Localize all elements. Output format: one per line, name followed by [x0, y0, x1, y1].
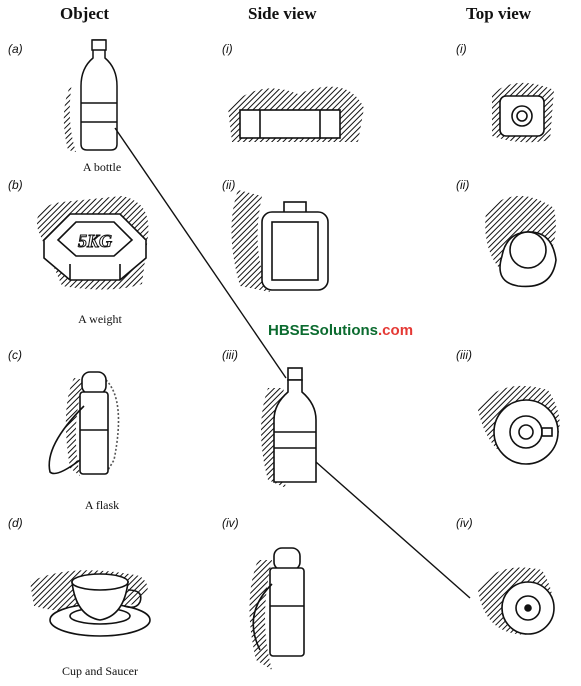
- label-top-iii: (iii): [456, 348, 472, 362]
- label-top-iv: (iv): [456, 516, 473, 530]
- header-top-view: Top view: [466, 4, 532, 23]
- label-side-ii: (ii): [222, 178, 236, 192]
- caption-bottle: A bottle: [82, 160, 122, 174]
- match-line-side-iii-to-top-iv: [315, 461, 471, 599]
- label-side-iii: (iii): [222, 348, 238, 362]
- label-object-b: (b): [8, 178, 23, 192]
- caption-flask: A flask: [84, 498, 120, 512]
- match-line-bottle-to-side-iii: [114, 127, 287, 379]
- label-top-i: (i): [456, 42, 467, 56]
- cup-saucer-object-drawing: [30, 570, 151, 637]
- top-view-iv-drawing: [478, 567, 555, 635]
- top-view-ii-drawing: [485, 195, 557, 288]
- side-view-iii-drawing: [261, 367, 317, 488]
- top-view-i-drawing: [492, 82, 554, 143]
- weight-object-drawing: 5KG: [37, 196, 149, 290]
- header-side-view: Side view: [248, 4, 317, 23]
- label-side-iv: (iv): [222, 516, 239, 530]
- side-view-ii-drawing: [231, 190, 329, 292]
- flask-object-drawing: [48, 371, 120, 476]
- side-view-iv-drawing: [249, 547, 305, 670]
- label-object-c: (c): [8, 348, 22, 362]
- top-view-iii-drawing: [478, 385, 560, 465]
- bottle-object-drawing: [63, 39, 118, 152]
- caption-weight: A weight: [78, 312, 122, 326]
- header-object: Object: [60, 4, 110, 23]
- weight-marking: 5KG: [78, 231, 112, 251]
- label-top-ii: (ii): [456, 178, 470, 192]
- caption-cup-and-saucer: Cup and Saucer: [62, 664, 138, 678]
- side-view-i-drawing: [228, 86, 364, 142]
- label-object-a: (a): [8, 42, 23, 56]
- watermark: HBSESolutions.com: [268, 322, 414, 339]
- label-side-i: (i): [222, 42, 233, 56]
- label-object-d: (d): [8, 516, 23, 530]
